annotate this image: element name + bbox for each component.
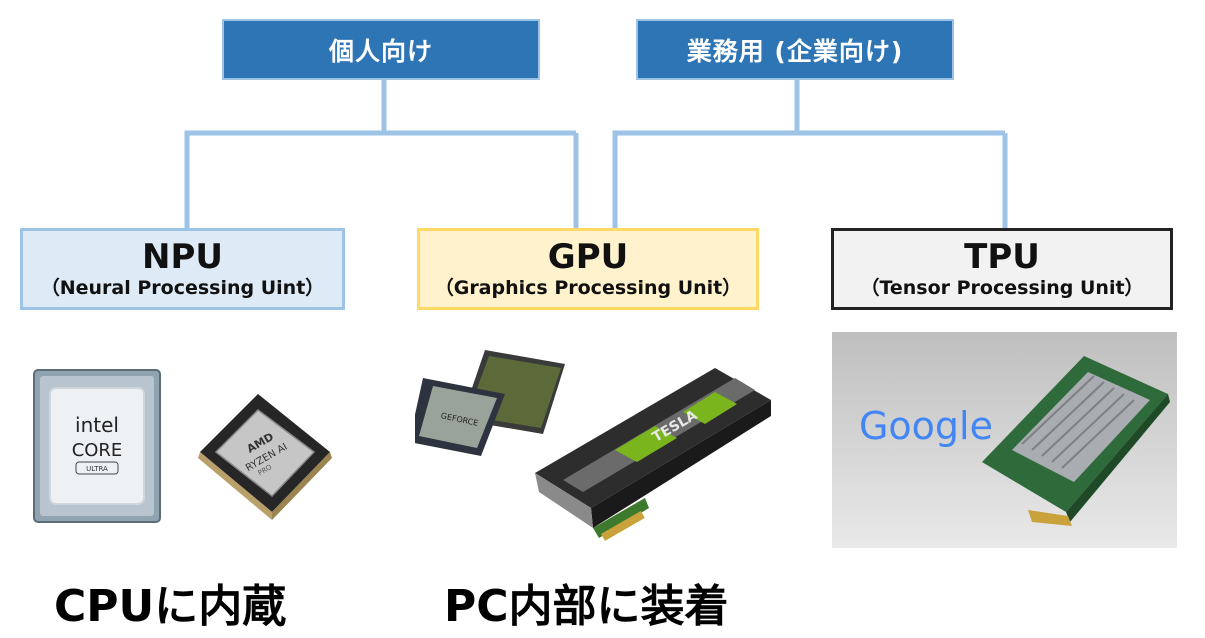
intel-logo-text: intel [75,413,119,437]
npu-full-name: （Neural Processing Uint） [40,277,325,299]
tpu-image: Google [832,332,1177,548]
tesla-card: TESLA [535,368,771,541]
amd-chip: AMD RYZEN AI PRO [198,394,332,520]
group-personal: 個人向け [222,19,540,80]
intel-core-text: CORE [72,440,123,461]
gpu-image: GEFORCE TESLA [415,350,771,541]
intel-chip: intel CORE ULTRA [33,369,161,523]
tpu-board [982,356,1170,526]
connector-personal [184,80,387,228]
gpu-caption: PC内部に装着 [444,581,729,632]
group-business: 業務用 (企業向け) [636,19,954,80]
npu-name: NPU [142,237,223,277]
npu-box: NPU （Neural Processing Uint） [20,228,345,310]
gpu-chips: GEFORCE [415,350,565,456]
tpu-box: TPU （Tensor Processing Unit） [831,228,1173,310]
npu-caption: CPUに内蔵 [54,581,287,632]
connector-business [612,80,800,228]
gpu-name: GPU [547,237,629,277]
google-logo: Google [859,404,993,448]
cpu-chips-image: intel CORE ULTRA AMD RYZEN AI PRO [33,369,332,523]
intel-ultra-text: ULTRA [86,465,108,473]
gpu-full-name: （Graphics Processing Unit） [434,277,742,299]
tpu-full-name: （Tensor Processing Unit） [860,277,1144,299]
gpu-box: GPU （Graphics Processing Unit） [417,228,759,310]
tpu-name: TPU [964,237,1040,277]
